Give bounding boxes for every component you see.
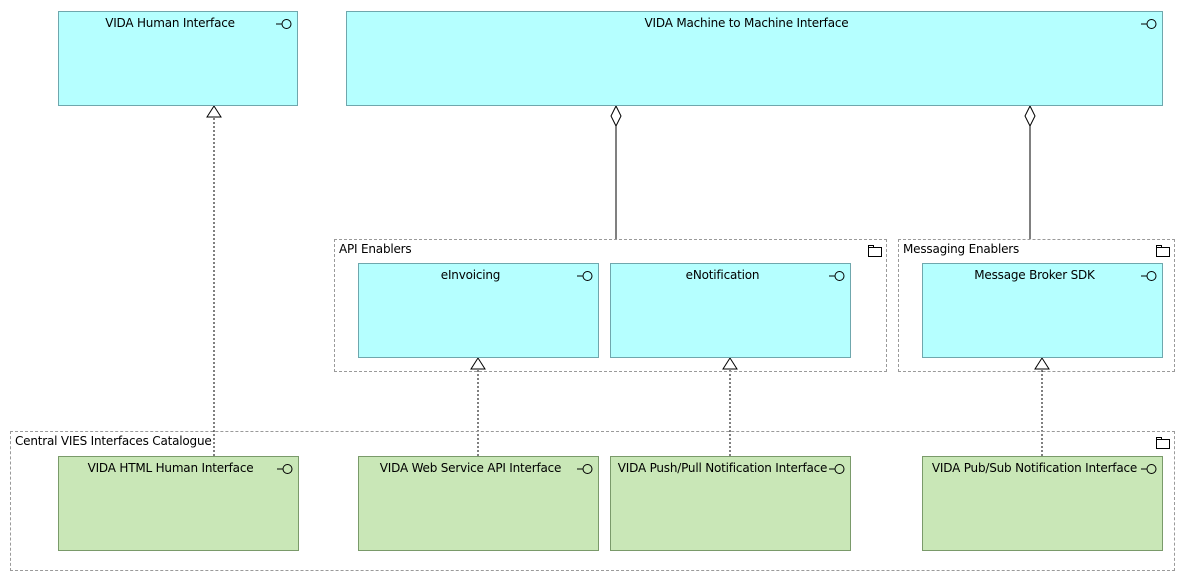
node-label: VIDA Pub/Sub Notification Interface bbox=[931, 461, 1138, 475]
realization-webservice-to-einvoicing[interactable] bbox=[470, 357, 486, 456]
interface-icon bbox=[1141, 271, 1157, 281]
realization-html-to-human[interactable] bbox=[206, 105, 222, 456]
node-vida-html-human-interface[interactable]: VIDA HTML Human Interface bbox=[58, 456, 299, 551]
node-enotification[interactable]: eNotification bbox=[610, 263, 851, 358]
interface-icon bbox=[1141, 464, 1157, 474]
group-label: Messaging Enablers bbox=[903, 242, 1020, 256]
node-label: VIDA Push/Pull Notification Interface bbox=[617, 461, 828, 475]
node-einvoicing[interactable]: eInvoicing bbox=[358, 263, 599, 358]
node-label: VIDA Machine to Machine Interface bbox=[644, 16, 849, 30]
folder-icon bbox=[868, 245, 882, 257]
node-label: VIDA Web Service API Interface bbox=[379, 461, 562, 475]
group-catalogue[interactable]: Central VIES Interfaces Catalogue bbox=[10, 431, 1175, 571]
node-label: eNotification bbox=[685, 268, 760, 282]
node-vida-m2m-interface[interactable]: VIDA Machine to Machine Interface bbox=[346, 11, 1163, 106]
interface-icon bbox=[829, 271, 845, 281]
group-label: Central VIES Interfaces Catalogue bbox=[15, 434, 212, 448]
realization-pushpull-to-enotification[interactable] bbox=[722, 357, 738, 456]
node-vida-pub-sub-notification-interface[interactable]: VIDA Pub/Sub Notification Interface bbox=[922, 456, 1163, 551]
node-label: VIDA Human Interface bbox=[105, 16, 235, 30]
interface-icon bbox=[577, 271, 593, 281]
group-label: API Enablers bbox=[339, 242, 412, 256]
realization-pubsub-to-broker[interactable] bbox=[1034, 357, 1050, 456]
node-message-broker-sdk[interactable]: Message Broker SDK bbox=[922, 263, 1163, 358]
interface-icon bbox=[276, 19, 292, 29]
group-messaging-enablers[interactable]: Messaging Enablers bbox=[898, 239, 1175, 372]
node-vida-human-interface[interactable]: VIDA Human Interface bbox=[58, 11, 298, 106]
folder-icon bbox=[1156, 245, 1170, 257]
node-vida-push-pull-notification-interface[interactable]: VIDA Push/Pull Notification Interface bbox=[610, 456, 851, 551]
node-label: eInvoicing bbox=[440, 268, 501, 282]
node-label: Message Broker SDK bbox=[974, 268, 1095, 282]
folder-icon bbox=[1156, 437, 1170, 449]
aggregation-m2m-to-messaging-enablers[interactable] bbox=[1024, 104, 1036, 239]
interface-icon bbox=[1141, 19, 1157, 29]
group-api-enablers[interactable]: API Enablers bbox=[334, 239, 887, 372]
interface-icon bbox=[577, 464, 593, 474]
node-vida-web-service-api-interface[interactable]: VIDA Web Service API Interface bbox=[358, 456, 599, 551]
interface-icon bbox=[829, 464, 845, 474]
node-label: VIDA HTML Human Interface bbox=[87, 461, 254, 475]
interface-icon bbox=[277, 464, 293, 474]
aggregation-m2m-to-api-enablers[interactable] bbox=[610, 104, 622, 239]
